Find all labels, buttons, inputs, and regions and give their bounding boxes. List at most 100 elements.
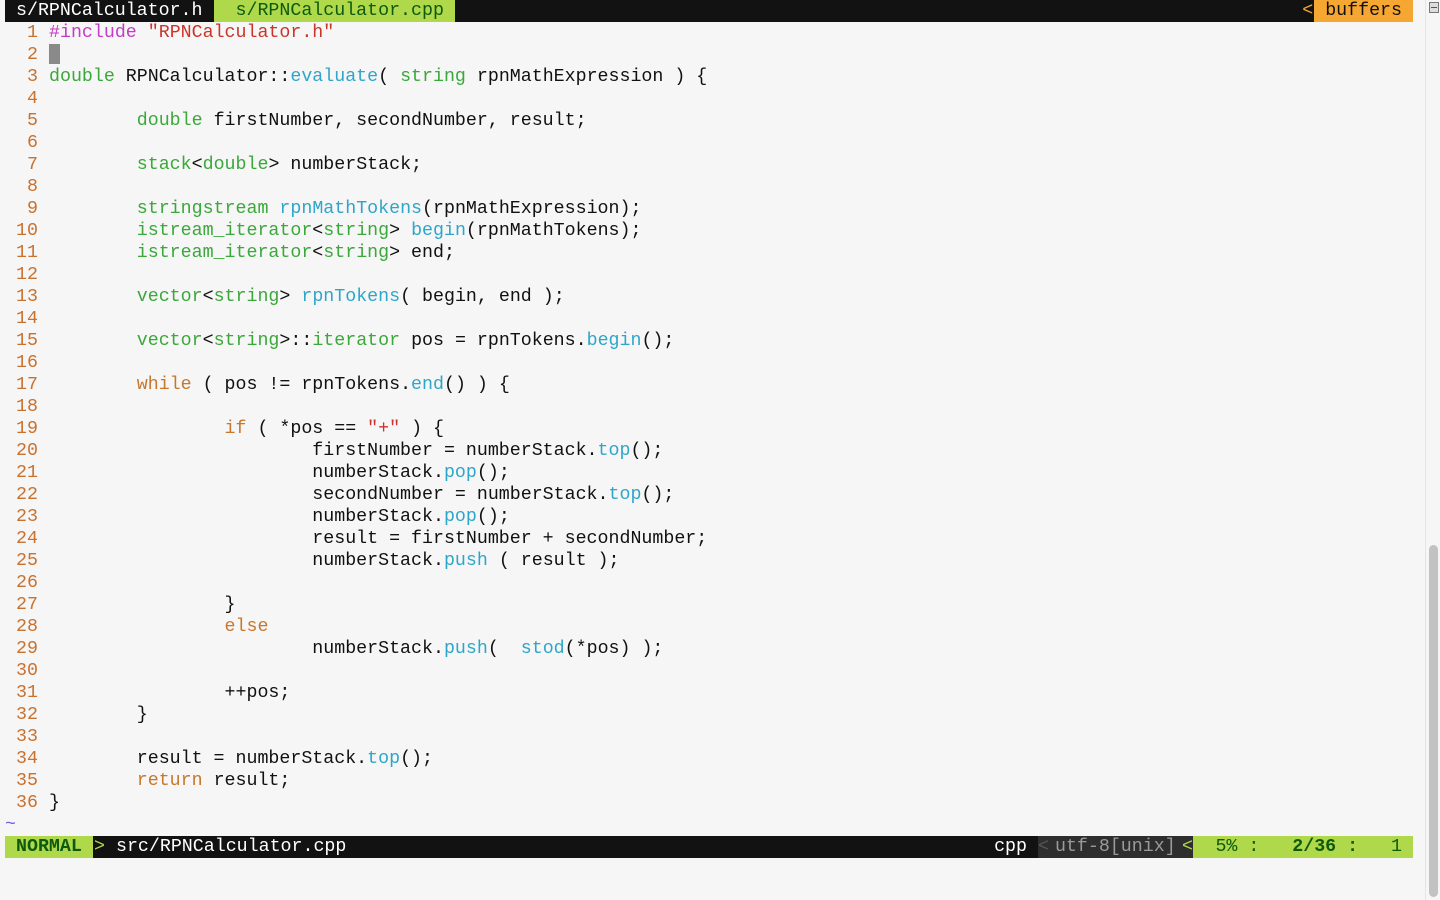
code-token: top [608, 485, 642, 505]
code-line[interactable]: 27 } [5, 594, 707, 616]
line-content: if ( *pos == "+" ) { [49, 418, 444, 440]
code-line[interactable]: 1 #include "RPNCalculator.h" [5, 22, 707, 44]
line-content: vector<string>::iterator pos = rpnTokens… [49, 330, 675, 352]
code-token: (); [641, 331, 675, 351]
line-number: 32 [16, 705, 38, 725]
code-token: stack [136, 155, 192, 175]
code-token: } [49, 705, 148, 725]
code-line[interactable]: 15 vector<string>::iterator pos = rpnTok… [5, 330, 707, 352]
code-token: istream_iterator [136, 243, 313, 263]
code-token: double [136, 111, 203, 131]
code-line[interactable]: 28 else [5, 616, 707, 638]
line-content: #include "RPNCalculator.h" [49, 22, 334, 44]
tab-bar: s/RPNCalculator.h s/RPNCalculator.cpp < … [5, 0, 1413, 22]
line-content: } [49, 792, 60, 814]
line-number: 29 [16, 639, 38, 659]
code-line[interactable]: 13 vector<string> rpnTokens( begin, end … [5, 286, 707, 308]
code-token: pop [443, 507, 477, 527]
scrollbar-thumb[interactable] [1429, 545, 1438, 897]
code-token [137, 23, 148, 43]
code-token: stod [520, 639, 565, 659]
code-line[interactable]: 12 [5, 264, 707, 286]
line-content: double firstNumber, secondNumber, result… [49, 110, 587, 132]
code-line[interactable]: 11 istream_iterator<string> end; [5, 242, 707, 264]
code-token: ( [487, 639, 521, 659]
file-name: src/RPNCalculator.cpp [104, 836, 358, 858]
line-content: stack<double> numberStack; [49, 154, 422, 176]
code-line[interactable]: 7 stack<double> numberStack; [5, 154, 707, 176]
line-number: 9 [27, 199, 38, 219]
scroll-percent: 5% : [1215, 837, 1260, 857]
tab-rpncalculator-h[interactable]: s/RPNCalculator.h [5, 0, 214, 22]
code-line[interactable]: 16 [5, 352, 707, 374]
line-number: 4 [27, 89, 38, 109]
line-content: ++pos; [49, 682, 291, 704]
code-token: firstNumber = numberStack. [49, 441, 598, 461]
file-type: cpp [983, 836, 1038, 858]
code-line[interactable]: 35 return result; [5, 770, 707, 792]
code-token [49, 331, 137, 351]
code-line[interactable]: 30 [5, 660, 707, 682]
code-line[interactable]: 33 [5, 726, 707, 748]
code-token: "RPNCalculator.h" [147, 23, 335, 43]
code-line[interactable]: 8 [5, 176, 707, 198]
code-token: ( [378, 67, 401, 87]
code-line[interactable]: 6 [5, 132, 707, 154]
code-line[interactable]: 34 result = numberStack.top(); [5, 748, 707, 770]
position-separator: < [1182, 837, 1193, 857]
tab-rpncalculator-cpp[interactable]: s/RPNCalculator.cpp [213, 0, 455, 22]
code-line[interactable]: 17 while ( pos != rpnTokens.end() ) { [5, 374, 707, 396]
code-token: (rpnMathExpression); [422, 199, 642, 219]
scrollbar[interactable] [1425, 0, 1440, 900]
code-token [49, 375, 137, 395]
code-line[interactable]: 10 istream_iterator<string> begin(rpnMat… [5, 220, 707, 242]
buffers-separator: < [1302, 1, 1314, 21]
line-content: numberStack.push ( result ); [49, 550, 620, 572]
code-line[interactable]: 25 numberStack.push ( result ); [5, 550, 707, 572]
code-token: (); [630, 441, 664, 461]
code-token: } [49, 595, 236, 615]
code-line[interactable]: 23 numberStack.pop(); [5, 506, 707, 528]
code-line[interactable]: 18 [5, 396, 707, 418]
code-token: > [389, 221, 412, 241]
code-token: numberStack. [49, 507, 444, 527]
code-line[interactable]: 36} [5, 792, 707, 814]
code-line[interactable]: 26 [5, 572, 707, 594]
code-token: return [136, 771, 203, 791]
code-token: ( result ); [487, 551, 620, 571]
line-number: 11 [16, 243, 38, 263]
line-number: 16 [16, 353, 38, 373]
code-line[interactable]: 4 [5, 88, 707, 110]
code-line[interactable]: 29 numberStack.push( stod(*pos) ); [5, 638, 707, 660]
code-line[interactable]: 19 if ( *pos == "+" ) { [5, 418, 707, 440]
code-token: > end; [389, 243, 455, 263]
line-number: 36 [16, 793, 38, 813]
code-token: rpnMathExpression ) { [465, 67, 708, 87]
encoding-separator: < [1038, 837, 1049, 857]
code-line[interactable]: 14 [5, 308, 707, 330]
line-number: 31 [16, 683, 38, 703]
code-line[interactable]: 5 double firstNumber, secondNumber, resu… [5, 110, 707, 132]
code-line[interactable]: 22 secondNumber = numberStack.top(); [5, 484, 707, 506]
code-line[interactable]: 2 [5, 44, 707, 66]
code-line[interactable]: 32 } [5, 704, 707, 726]
buffers-label[interactable]: buffers [1314, 0, 1413, 22]
split-view-icon[interactable] [1429, 2, 1439, 13]
line-number: 14 [16, 309, 38, 329]
code-token: stringstream [136, 199, 269, 219]
line-number: 1 [27, 23, 38, 43]
line-number: 35 [16, 771, 38, 791]
code-line[interactable]: 31 ++pos; [5, 682, 707, 704]
code-line[interactable]: 20 firstNumber = numberStack.top(); [5, 440, 707, 462]
line-content: } [49, 594, 236, 616]
code-line[interactable]: 24 result = firstNumber + secondNumber; [5, 528, 707, 550]
empty-line-tilde: ~ [5, 815, 16, 835]
code-line[interactable]: 9 stringstream rpnMathTokens(rpnMathExpr… [5, 198, 707, 220]
code-line[interactable]: 21 numberStack.pop(); [5, 462, 707, 484]
line-number: 26 [16, 573, 38, 593]
line-content: while ( pos != rpnTokens.end() ) { [49, 374, 510, 396]
line-number: 33 [16, 727, 38, 747]
code-token: ++pos; [49, 683, 291, 703]
